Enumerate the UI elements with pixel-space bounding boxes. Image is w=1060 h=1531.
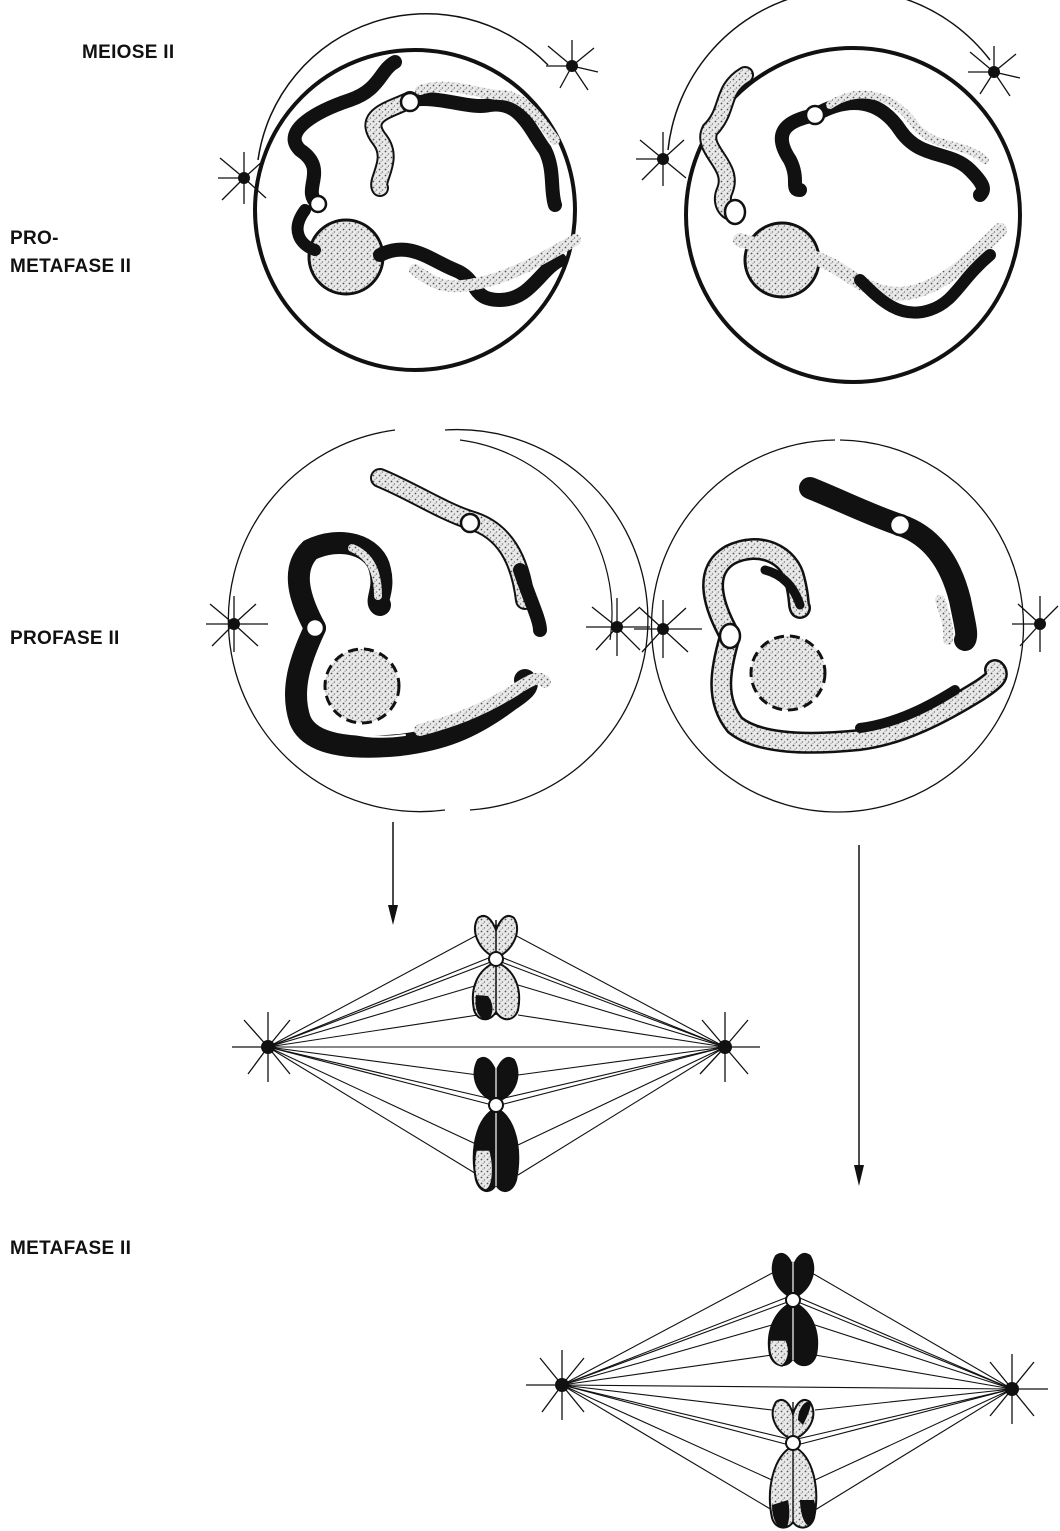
prophase-cell-right [634,440,1058,812]
centrosome-left [636,132,686,186]
centrosome-left [206,596,268,652]
centromere [786,1293,800,1307]
centromere [306,619,324,637]
chromosome-top [769,1254,817,1366]
centromere [310,196,326,212]
chromosome-bottom [770,1400,816,1528]
arrow-right [854,845,864,1186]
centrosome-left [634,600,702,658]
nucleolus [325,649,399,723]
centromere [489,1098,503,1112]
prophase-cell-left [206,430,650,812]
chromosome-stippled [380,478,525,600]
chromosome-stippled [708,75,745,213]
metaphase-spindle-right [526,1254,1048,1528]
chromosome-dark [298,210,315,250]
centromere [890,515,910,535]
centromere [401,93,419,111]
prometaphase-cell-right [636,0,1020,382]
centrosome-top [968,46,1020,96]
chromosome-dark [782,115,815,190]
chromosome-stippled [940,600,948,640]
nucleolus [751,636,825,710]
arrow-left [388,822,398,925]
metaphase-spindle-left [232,916,760,1191]
centrosome-right [586,598,650,656]
prometaphase-cell-left [218,14,598,370]
centromere [786,1436,800,1450]
chromosome-top [473,916,519,1020]
centromere [489,952,503,966]
centromere [806,106,824,124]
centrosome-top [546,40,598,90]
chromosome-bottom [474,1058,518,1191]
nucleolus [309,220,383,294]
centromere [725,200,745,224]
centromere [720,624,740,648]
centrosome-right [1012,596,1058,652]
centromere [461,514,479,532]
